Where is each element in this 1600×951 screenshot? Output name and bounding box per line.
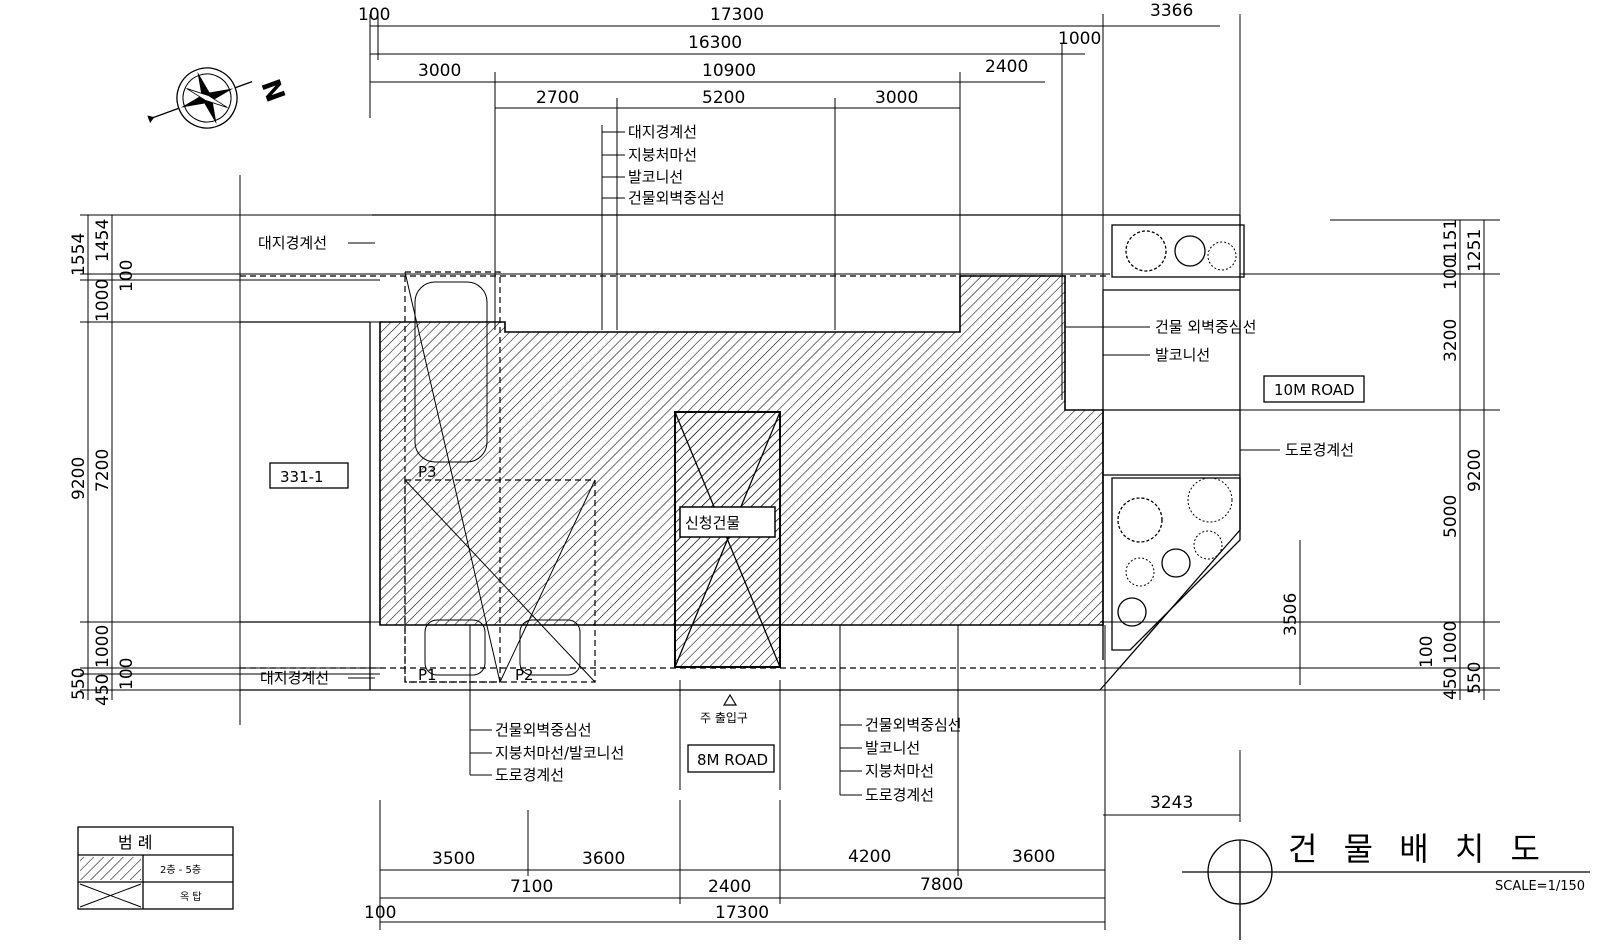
legend-title: 범 례 — [118, 833, 153, 852]
callout-br-eave: 지붕처마선 — [865, 762, 934, 780]
dim-top-100: 100 — [358, 5, 390, 25]
road-10m: 10M ROAD — [1274, 381, 1355, 399]
drawing-scale: SCALE=1/150 — [1495, 879, 1585, 894]
landscape-planters — [1111, 224, 1245, 651]
callout-left: 대지경계선 대지경계선 — [258, 234, 375, 687]
parking-area: P3 P1 P2 — [404, 271, 596, 684]
dim-bottom-100: 100 — [364, 903, 396, 923]
legend-cross-label: 옥 탑 — [180, 891, 202, 903]
callout-balcony: 발코니선 — [628, 168, 683, 186]
dim-left-100b: 100 — [117, 658, 137, 690]
dim-left-100a: 100 — [117, 260, 137, 292]
dim-right-100: 100 — [1441, 258, 1461, 290]
building-label: 신청건물 — [685, 514, 740, 532]
dim-right-3243: 3243 — [1150, 793, 1193, 813]
dim-right-100b: 100 — [1417, 636, 1437, 668]
callout-road-boundary: 도로경계선 — [1285, 441, 1354, 459]
dim-top-3000: 3000 — [418, 61, 461, 81]
dim-top-1000: 1000 — [1058, 29, 1101, 49]
dim-right-1251: 1251 — [1465, 229, 1485, 272]
dim-top-17300: 17300 — [710, 5, 764, 25]
callout-bl-wall: 건물외벽중심선 — [495, 721, 592, 739]
right-dimensions — [1100, 219, 1500, 700]
parking-p1: P1 — [418, 666, 437, 684]
dim-left-7200: 7200 — [93, 449, 113, 492]
callout-left-bottom: 대지경계선 — [260, 669, 329, 687]
north-arrow-icon — [147, 67, 253, 129]
dim-right-9200: 9200 — [1465, 449, 1485, 492]
callout-site-boundary: 대지경계선 — [628, 123, 697, 141]
callout-bottom-left: 건물외벽중심선 지붕처마선/발코니선 도로경계선 — [469, 625, 624, 784]
dim-bottom-4200: 4200 — [848, 847, 891, 867]
dim-left-1454: 1454 — [93, 219, 113, 262]
callout-right: 건물 외벽중심선 발코니선 도로경계선 10M ROAD — [1065, 318, 1365, 459]
dim-left-9200: 9200 — [69, 457, 89, 500]
dim-right-5000: 5000 — [1441, 495, 1461, 538]
dim-left-450: 450 — [93, 674, 113, 706]
callout-br-wall: 건물외벽중심선 — [865, 716, 962, 734]
dim-right-3200: 3200 — [1441, 319, 1461, 362]
dim-top-3000b: 3000 — [875, 88, 918, 108]
drawing-title: 건 물 배 치 도 — [1288, 830, 1548, 868]
dim-top-10900: 10900 — [702, 61, 756, 81]
legend: 범 례 2층 - 5층 옥 탑 — [77, 826, 234, 910]
callout-bottom-right: 건물외벽중심선 발코니선 지붕처마선 도로경계선 — [839, 625, 962, 804]
dim-right-450: 450 — [1441, 668, 1461, 700]
callout-right-wall: 건물 외벽중심선 — [1155, 318, 1256, 336]
main-entrance: 주 출입구 8M ROAD — [679, 680, 781, 790]
parking-p3: P3 — [418, 463, 437, 481]
north-label: N — [254, 75, 290, 106]
callout-roof-eave: 지붕처마선 — [628, 146, 697, 164]
dim-right-3506: 3506 — [1281, 593, 1301, 636]
lot-label: 331-1 — [280, 468, 324, 486]
dim-bottom-7100: 7100 — [510, 877, 553, 897]
dim-right-1151: 1151 — [1441, 219, 1461, 262]
dim-top-3366: 3366 — [1150, 1, 1193, 21]
dim-left-550: 550 — [69, 668, 89, 700]
dim-top-2700: 2700 — [536, 88, 579, 108]
callout-wall-center: 건물외벽중심선 — [628, 189, 725, 207]
dim-bottom-17300: 17300 — [715, 903, 769, 923]
callout-br-balcony: 발코니선 — [865, 739, 920, 757]
dim-left-1000b: 1000 — [93, 625, 113, 668]
entrance-label: 주 출입구 — [700, 711, 748, 725]
title-block: 건 물 배 치 도 SCALE=1/150 — [1182, 830, 1590, 940]
dim-right-550: 550 — [1465, 662, 1485, 694]
dim-bottom-3500: 3500 — [432, 849, 475, 869]
site-boundary — [240, 214, 1241, 691]
dim-bottom-7800: 7800 — [920, 875, 963, 895]
dim-top-5200: 5200 — [702, 88, 745, 108]
dim-left-1554: 1554 — [69, 233, 89, 276]
callout-bl-road: 도로경계선 — [495, 766, 564, 784]
bottom-dimensions: 3500 3600 4200 3600 7100 2400 7800 100 1… — [364, 625, 1106, 930]
callout-bl-eave: 지붕처마선/발코니선 — [495, 744, 624, 762]
dim-left-1000: 1000 — [93, 279, 113, 322]
dim-top-16300: 16300 — [688, 33, 742, 53]
dim-top-2400: 2400 — [985, 57, 1028, 77]
callout-br-road: 도로경계선 — [865, 786, 934, 804]
dim-right-1000: 1000 — [1441, 621, 1461, 664]
callout-right-balcony: 발코니선 — [1155, 346, 1210, 364]
dim-bottom-2400: 2400 — [708, 877, 751, 897]
road-8m: 8M ROAD — [697, 751, 768, 769]
legend-hatch-label: 2층 - 5층 — [160, 864, 201, 876]
callout-left-top: 대지경계선 — [258, 234, 327, 252]
top-dimensions: 100 17300 3366 16300 1000 3000 10900 240… — [358, 1, 1241, 400]
dim-bottom-3600: 3600 — [582, 849, 625, 869]
parking-p2: P2 — [515, 666, 534, 684]
dim-bottom-3600b: 3600 — [1012, 847, 1055, 867]
callout-top-center: 대지경계선 지붕처마선 발코니선 건물외벽중심선 — [601, 123, 725, 330]
